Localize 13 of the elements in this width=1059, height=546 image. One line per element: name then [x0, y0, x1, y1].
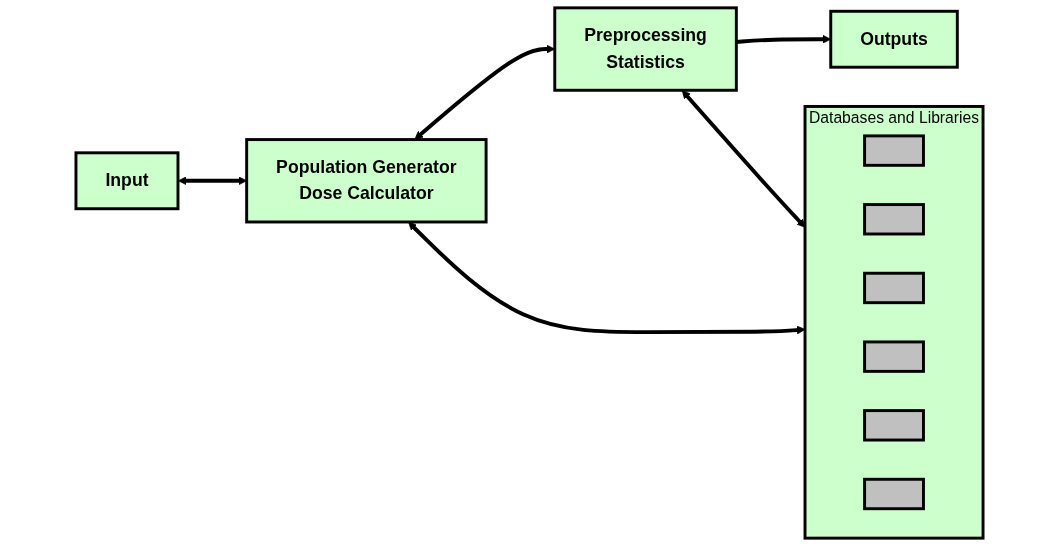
- node-box: Input: [74, 151, 180, 211]
- node-box: [863, 134, 925, 167]
- node-box: Population Generator Dose Calculator: [245, 138, 488, 224]
- node-box: Outputs: [829, 9, 959, 69]
- node-box: [863, 203, 925, 236]
- arrow: [681, 90, 806, 228]
- arrow: [408, 221, 806, 335]
- node-box: [863, 409, 925, 442]
- node-box: [863, 340, 925, 373]
- cluster: Databases and Libraries: [803, 105, 985, 540]
- node-box: Preprocessing Statistics: [553, 6, 738, 92]
- node-box: [863, 271, 925, 305]
- node-box: [863, 477, 925, 511]
